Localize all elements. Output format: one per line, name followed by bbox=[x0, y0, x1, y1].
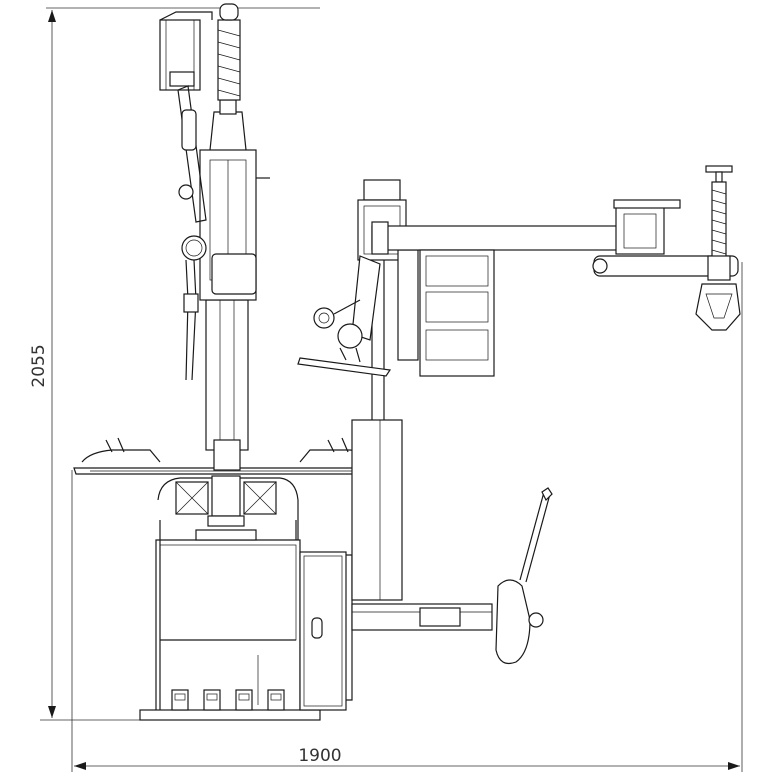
height-dimension-label: 2055 bbox=[29, 344, 49, 387]
bead-breaker bbox=[351, 487, 553, 665]
main-column bbox=[199, 3, 270, 471]
vertical-press-screw bbox=[695, 165, 741, 331]
pneumatic-cylinder bbox=[159, 11, 213, 381]
width-dimension-label: 1900 bbox=[298, 746, 341, 766]
side-cabinet bbox=[299, 551, 353, 711]
tool-panel bbox=[419, 249, 495, 377]
horizontal-helper-arm bbox=[371, 199, 739, 277]
machine-cabinet bbox=[139, 477, 321, 721]
roller-arm bbox=[297, 255, 392, 377]
foot-pedals bbox=[171, 689, 285, 711]
height-dimension: 2055 bbox=[29, 7, 320, 721]
width-dimension: 1900 bbox=[71, 262, 743, 772]
